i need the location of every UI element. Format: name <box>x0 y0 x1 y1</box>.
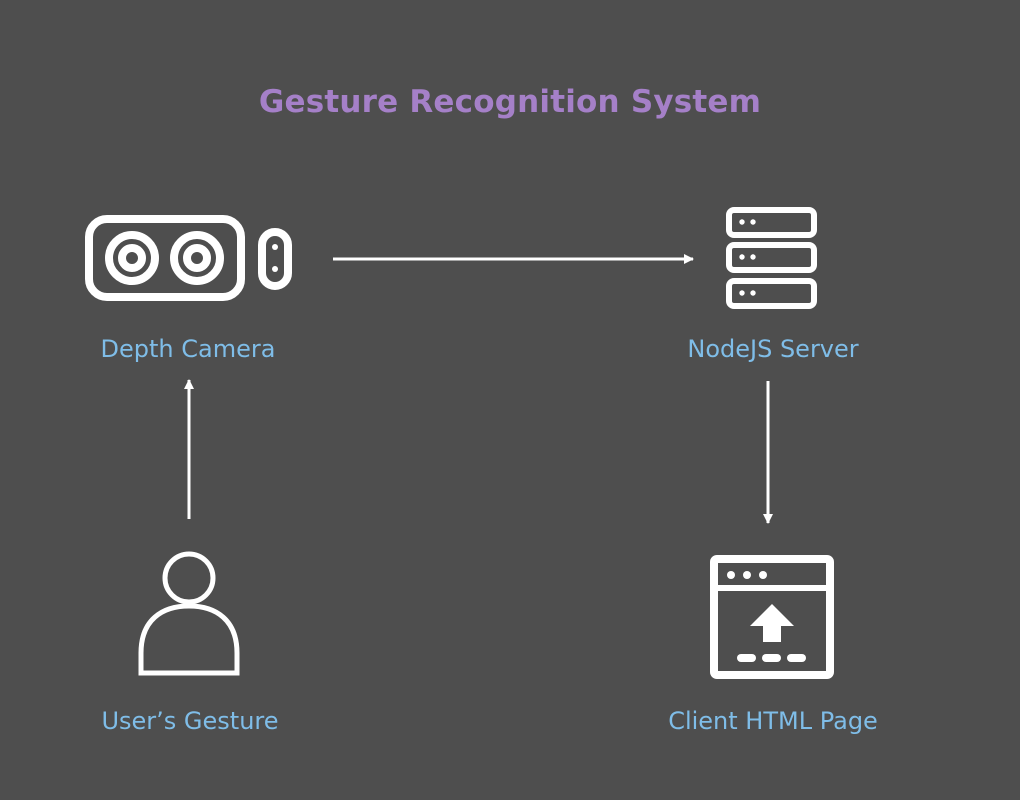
diagram-title: Gesture Recognition System <box>258 84 762 120</box>
node-label-client-html-page: Client HTML Page <box>668 707 878 735</box>
node-label-depth-camera: Depth Camera <box>100 335 276 363</box>
server-icon <box>726 207 817 309</box>
node-label-users-gesture: User’s Gesture <box>101 707 279 735</box>
node-label-nodejs-server: NodeJS Server <box>687 335 859 363</box>
user-icon <box>138 551 240 676</box>
depth-camera-icon <box>85 215 292 301</box>
browser-upload-icon <box>710 555 834 679</box>
